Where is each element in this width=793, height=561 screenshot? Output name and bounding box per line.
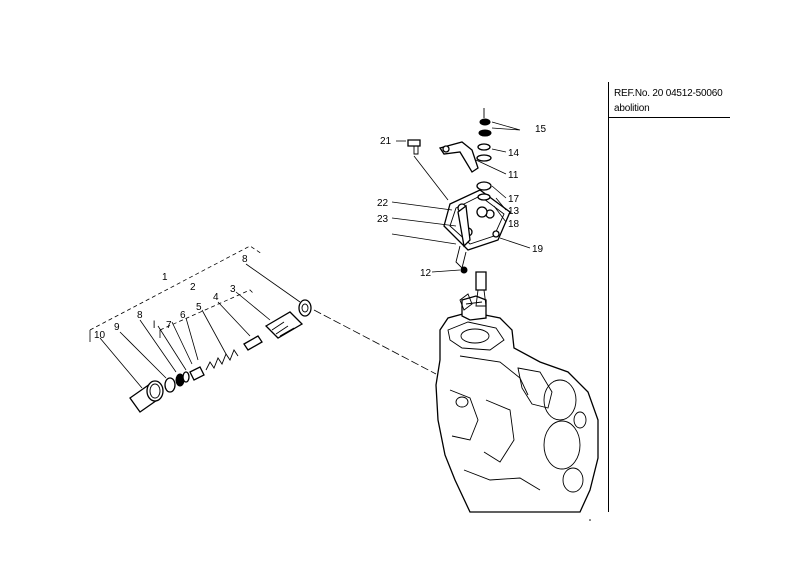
callout-11: 11 [508, 170, 519, 181]
shift-lever-assembly [407, 108, 511, 311]
callout-21: 22 [377, 198, 389, 209]
callout-1: 1 [162, 272, 168, 283]
callout-8a: 8 [137, 310, 143, 321]
callout-22: 23 [377, 214, 389, 225]
ref-box-horizontal-rule [609, 117, 730, 118]
transmission-housing [435, 295, 599, 513]
callout-5: 5 [196, 302, 202, 313]
ref-note: abolition [614, 103, 650, 114]
callout-4: 4 [213, 292, 219, 303]
callout-3: 3 [230, 284, 236, 295]
ref-box-vertical-rule [608, 82, 609, 512]
callout-19: 21 [380, 136, 392, 147]
callout-8b: 8 [242, 254, 248, 265]
callout-15: 15 [535, 124, 547, 135]
ref-number: REF.No. 20 04512-50060 [614, 88, 723, 99]
callout-17: 18 [508, 219, 520, 230]
detent-assembly [89, 245, 437, 413]
callout-10: 10 [94, 330, 106, 341]
callout-12: 12 [420, 268, 432, 279]
callout-6: 6 [180, 310, 186, 321]
leader-lines [99, 121, 531, 389]
callout-1b: l [153, 320, 155, 331]
callout-16: 17 [508, 194, 520, 205]
callout-9: 9 [114, 322, 120, 333]
stray-mark [589, 519, 591, 521]
callout-7: 7 [166, 320, 172, 331]
callout-2: 2 [190, 282, 196, 293]
callout-18: 19 [532, 244, 544, 255]
callout-labels: 15 14 11 17 13 18 19 21 22 23 12 1 2 3 4… [94, 124, 547, 341]
callout-14: 14 [508, 148, 520, 159]
callout-13: 13 [508, 206, 520, 217]
